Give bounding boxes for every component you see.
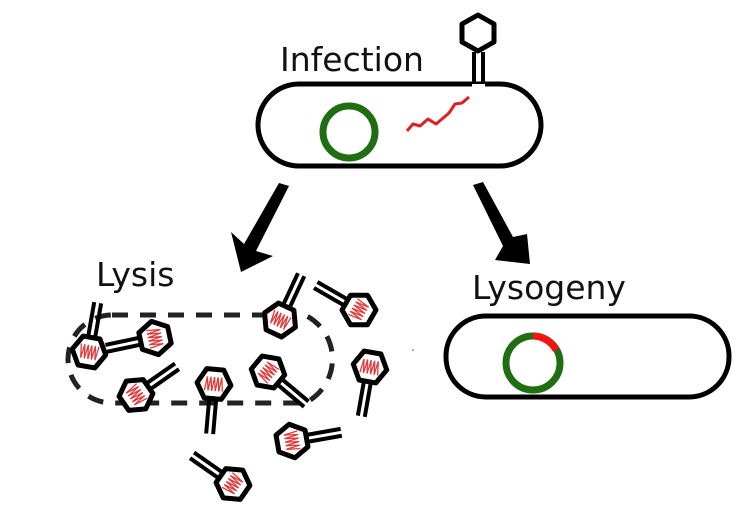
- phage-tail: [306, 433, 343, 444]
- phage-tail: [106, 342, 143, 354]
- phage-dna: [146, 328, 164, 349]
- phage-tail: [86, 301, 97, 338]
- phage-head: [248, 353, 288, 391]
- phage-tail: [304, 426, 341, 438]
- infecting-phage: [459, 12, 497, 92]
- infected-bacterium: [255, 81, 544, 169]
- infection-label: Infection: [280, 40, 424, 79]
- phage-dna: [359, 358, 379, 376]
- released-phage: [273, 421, 343, 461]
- phage-head: [194, 366, 234, 402]
- released-phage: [194, 366, 234, 435]
- phage-head: [339, 292, 379, 328]
- phage-dna: [221, 472, 244, 495]
- phage-head: [116, 377, 156, 413]
- phage-head: [213, 466, 253, 502]
- phage-dna: [125, 383, 148, 406]
- lysogenic-bacterium: [443, 313, 732, 400]
- phage-tail: [362, 381, 373, 418]
- phage-head: [273, 421, 311, 461]
- stray-dot: [412, 349, 414, 351]
- arrow-to-lysogeny: [473, 182, 530, 264]
- phage-tail: [92, 303, 104, 340]
- phage-tail: [312, 286, 347, 308]
- phage-tail: [188, 456, 221, 481]
- phage-tail: [144, 361, 177, 386]
- phage-tail: [287, 275, 307, 310]
- injected-phage-dna: [405, 95, 470, 132]
- phage-tail: [104, 335, 141, 347]
- released-phage: [350, 348, 390, 418]
- phage-head: [262, 300, 298, 340]
- phage-head: [136, 318, 174, 358]
- phage-dna: [203, 376, 224, 392]
- released-phage: [312, 280, 379, 328]
- lysogeny-label: Lysogeny: [472, 268, 626, 307]
- released-phages: [69, 272, 390, 502]
- lysed-cell-outline: [65, 312, 335, 406]
- phage-dna: [257, 361, 280, 384]
- phage-tail: [279, 376, 310, 403]
- lysis-label: Lysis: [96, 255, 174, 294]
- phage-tail: [316, 280, 350, 302]
- released-phage: [248, 353, 310, 409]
- prophage-segment: [532, 332, 560, 352]
- phage-tail: [204, 397, 212, 434]
- released-phage: [104, 318, 174, 358]
- phage-tail: [148, 367, 181, 392]
- phage-dna: [283, 430, 301, 450]
- released-phage: [188, 450, 253, 502]
- arrow-to-lysis: [231, 183, 289, 272]
- phage-tail: [280, 272, 300, 307]
- phage-tail: [275, 382, 306, 409]
- phage-tail: [211, 398, 219, 435]
- released-phage: [262, 272, 307, 340]
- phage-dna: [348, 298, 370, 321]
- released-phage: [116, 361, 181, 413]
- bacterial-chromosome: [319, 102, 379, 162]
- phage-dna: [80, 343, 100, 361]
- phage-tail: [192, 450, 225, 475]
- released-phage: [69, 301, 109, 371]
- phage-dna: [269, 309, 292, 330]
- phage-tail: [355, 379, 367, 416]
- phage-head: [69, 333, 109, 371]
- phage-head: [350, 348, 390, 386]
